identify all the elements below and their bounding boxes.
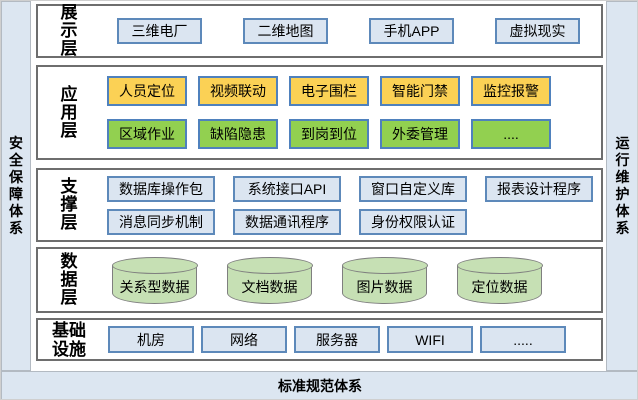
node-on-duty: 到岗到位 bbox=[289, 119, 369, 149]
node-video-linkage: 视频联动 bbox=[198, 76, 278, 106]
cylinder-image-data-icon: 图片数据 bbox=[341, 257, 428, 304]
node-database-operation-package: 数据库操作包 bbox=[107, 175, 215, 202]
node-2d-map: 二维地图 bbox=[243, 18, 328, 44]
node-smart-access-control: 智能门禁 bbox=[380, 76, 460, 106]
node-electronic-fence: 电子围栏 bbox=[289, 76, 369, 106]
layer-application: 应用层 人员定位 视频联动 电子围栏 智能门禁 监控报警 区域作业 缺陷隐患 到… bbox=[36, 65, 603, 160]
node-machine-room: 机房 bbox=[108, 326, 194, 353]
right-band-label: 运行维护体系 bbox=[615, 135, 630, 236]
layer-infrastructure-label: 基础设施 bbox=[38, 320, 100, 359]
node-mobile-app: 手机APP bbox=[369, 18, 454, 44]
layer-infrastructure: 基础设施 机房 网络 服务器 WIFI ..... bbox=[36, 318, 603, 361]
node-more-infra: ..... bbox=[480, 326, 566, 353]
layer-data: 数据层 关系型数据 文档数据 图片数据 定位数据 bbox=[36, 247, 603, 313]
application-node-row-2: 区域作业 缺陷隐患 到岗到位 外委管理 .... bbox=[100, 119, 601, 149]
node-identity-authentication: 身份权限认证 bbox=[359, 208, 467, 235]
node-outsourcing-management: 外委管理 bbox=[380, 119, 460, 149]
node-data-communication-program: 数据通讯程序 bbox=[233, 208, 341, 235]
node-personnel-positioning: 人员定位 bbox=[107, 76, 187, 106]
layer-label-text: 基础设施 bbox=[52, 320, 86, 359]
bottom-band-standards-system: 标准规范体系 bbox=[1, 371, 637, 399]
layer-support: 支撑层 数据库操作包 系统接口API 窗口自定义库 报表设计程序 消息同步机制 … bbox=[36, 168, 603, 242]
cylinder-label: 图片数据 bbox=[356, 278, 413, 295]
layer-support-content: 数据库操作包 系统接口API 窗口自定义库 报表设计程序 消息同步机制 数据通讯… bbox=[100, 170, 601, 240]
layer-label-text: 数据层 bbox=[60, 252, 78, 307]
right-band-operation-maintenance-system: 运行维护体系 bbox=[606, 1, 637, 371]
layer-infrastructure-content: 机房 网络 服务器 WIFI ..... bbox=[100, 320, 601, 359]
application-node-row-1: 人员定位 视频联动 电子围栏 智能门禁 监控报警 bbox=[100, 76, 601, 106]
node-network: 网络 bbox=[201, 326, 287, 353]
layer-data-label: 数据层 bbox=[38, 249, 100, 311]
node-defect-hazard: 缺陷隐患 bbox=[198, 119, 278, 149]
bottom-band-label: 标准规范体系 bbox=[278, 378, 362, 394]
layer-data-content: 关系型数据 文档数据 图片数据 定位数据 bbox=[100, 249, 601, 311]
node-window-custom-library: 窗口自定义库 bbox=[359, 175, 467, 202]
layer-display-content: 三维电厂 二维地图 手机APP 虚拟现实 bbox=[100, 6, 601, 56]
layer-label-text: 展示层 bbox=[60, 3, 78, 58]
layer-application-content: 人员定位 视频联动 电子围栏 智能门禁 监控报警 区域作业 缺陷隐患 到岗到位 … bbox=[100, 67, 601, 158]
node-3d-plant: 三维电厂 bbox=[117, 18, 202, 44]
cylinder-positioning-data-icon: 定位数据 bbox=[456, 257, 543, 304]
left-band-security-system: 安全保障体系 bbox=[1, 1, 31, 371]
node-wifi: WIFI bbox=[387, 326, 473, 353]
node-report-design-program: 报表设计程序 bbox=[485, 175, 593, 202]
cylinder-label: 文档数据 bbox=[241, 278, 298, 295]
left-band-label: 安全保障体系 bbox=[9, 135, 23, 236]
node-monitoring-alarm: 监控报警 bbox=[471, 76, 551, 106]
cylinder-relational-data-icon: 关系型数据 bbox=[111, 257, 198, 304]
layer-label-text: 应用层 bbox=[60, 84, 78, 140]
cylinder-label: 定位数据 bbox=[471, 278, 528, 295]
layer-display: 展示层 三维电厂 二维地图 手机APP 虚拟现实 bbox=[36, 4, 603, 58]
node-server: 服务器 bbox=[294, 326, 380, 353]
data-node-row: 关系型数据 文档数据 图片数据 定位数据 bbox=[100, 256, 601, 304]
node-more-apps: .... bbox=[471, 119, 551, 149]
layer-label-text: 支撑层 bbox=[60, 177, 78, 232]
node-area-operation: 区域作业 bbox=[107, 119, 187, 149]
node-system-interface-api: 系统接口API bbox=[233, 175, 341, 202]
layer-application-label: 应用层 bbox=[38, 67, 100, 158]
cylinder-label: 关系型数据 bbox=[119, 278, 190, 295]
support-node-row-2: 消息同步机制 数据通讯程序 身份权限认证 bbox=[100, 208, 601, 235]
node-message-sync-mechanism: 消息同步机制 bbox=[107, 208, 215, 235]
display-node-row: 三维电厂 二维地图 手机APP 虚拟现实 bbox=[100, 18, 601, 44]
infrastructure-node-row: 机房 网络 服务器 WIFI ..... bbox=[100, 326, 601, 353]
layer-support-label: 支撑层 bbox=[38, 170, 100, 240]
support-node-row-1: 数据库操作包 系统接口API 窗口自定义库 报表设计程序 bbox=[100, 175, 601, 202]
layer-display-label: 展示层 bbox=[38, 3, 100, 58]
node-virtual-reality: 虚拟现实 bbox=[495, 18, 580, 44]
cylinder-document-data-icon: 文档数据 bbox=[226, 257, 313, 304]
